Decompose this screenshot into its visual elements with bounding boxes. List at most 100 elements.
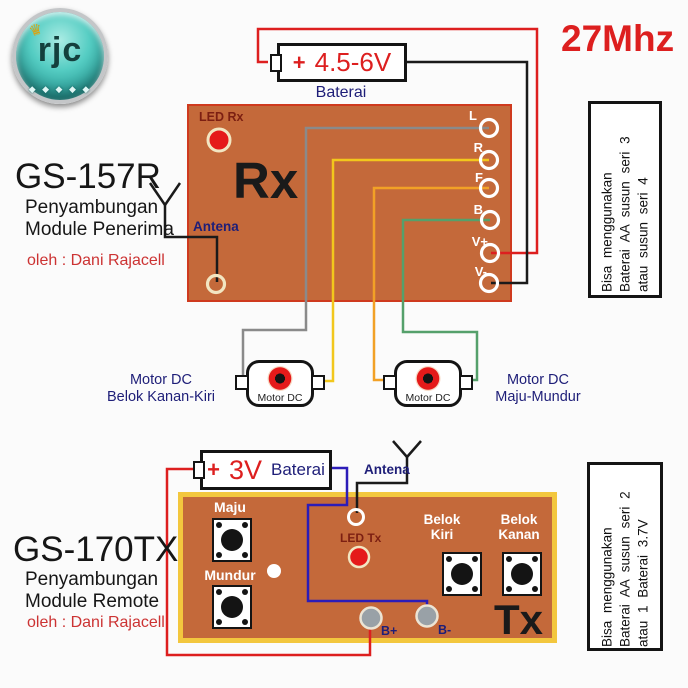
button-cap: [221, 529, 243, 551]
tx-battery: + 3V Baterai: [193, 450, 332, 490]
tx-note-line3: atau 1 Baterai 3.7V: [634, 518, 650, 647]
rx-battery-note: Bisa menggunakan Baterai AA susun seri 3…: [588, 101, 662, 298]
tx-model-title: GS-170TX: [13, 530, 179, 569]
bminus-pad-label: B-: [438, 623, 452, 637]
maju-button-label: Maju: [214, 499, 246, 515]
rx-model-title: GS-157R: [15, 157, 161, 196]
button-pin-dot: [216, 619, 222, 625]
rx-description: Penyambungan Module Penerima: [25, 197, 174, 242]
button-pin-dot: [242, 589, 248, 595]
button-pin-dot: [216, 522, 222, 528]
motor-left-shaft-icon: [267, 366, 293, 391]
rx-battery-voltage: 4.5-6V: [314, 47, 392, 77]
belok-kanan-button: [502, 552, 542, 596]
tx-white-dot: [267, 564, 281, 578]
pad-bminus: [415, 604, 439, 628]
button-pin-dot: [216, 552, 222, 558]
pin-f-wire: [372, 186, 489, 382]
pin-label-l: L: [469, 108, 477, 123]
pin-b-wire: [401, 218, 490, 382]
motor-right-shaft-icon: [415, 366, 441, 391]
rx-battery-negative-wire: [404, 60, 529, 285]
tx-description-line2: Module Remote: [25, 591, 160, 613]
diamonds-icon: ◆ ◆ ◆ ◆ ◆: [28, 84, 92, 94]
motor-dc-right: Motor DC: [383, 360, 473, 407]
button-pin-dot: [242, 522, 248, 528]
belok-kiri-button: [442, 552, 482, 596]
rx-note-line1: Bisa menggunakan: [599, 171, 615, 292]
rx-note-line3: atau susun seri 4: [634, 176, 650, 292]
motor-left-caption-line2: Belok Kanan-Kiri: [107, 389, 215, 406]
tx-battery-negative-wire: [306, 466, 429, 615]
button-pin-dot: [532, 556, 538, 562]
rx-board: [187, 104, 512, 302]
pin-f: [478, 177, 500, 199]
pin-r: [478, 149, 500, 171]
tx-author: oleh : Dani Rajacell: [27, 614, 165, 631]
rx-antenna-label: Antena: [193, 219, 239, 234]
tx-battery-label: Baterai: [271, 460, 325, 479]
tx-note-line2: Baterai AA susun seri 2: [617, 490, 633, 647]
maju-button: [212, 518, 252, 562]
frequency-label: 27Mhz: [561, 18, 675, 59]
motor-dc-left: Motor DC: [235, 360, 325, 407]
motor-right-caption-line1: Motor DC: [506, 372, 570, 388]
rjc-logo: ♛ rjc ◆ ◆ ◆ ◆ ◆: [12, 8, 108, 104]
bplus-pad-label: B+: [381, 624, 398, 638]
tx-antenna-pin: [347, 508, 365, 526]
tx-battery-note-text: Bisa menggunakan Baterai AA susun seri 2…: [598, 467, 651, 647]
rx-battery-terminal: [270, 54, 282, 72]
rx-battery-label: Baterai: [315, 84, 367, 101]
tx-led-label: LED Tx: [340, 531, 382, 545]
button-cap: [221, 596, 243, 618]
rx-author: oleh : Dani Rajacell: [27, 252, 165, 269]
pin-label-r: R: [473, 140, 483, 155]
rx-antenna-pin: [205, 273, 227, 295]
pin-vminus: [478, 272, 500, 294]
motor-right-terminal-right: [459, 375, 473, 390]
rx-battery: + 4.5-6V: [270, 43, 407, 82]
belok-kanan-button-label: Belok Kanan: [491, 512, 547, 543]
motor-left-terminal-right: [311, 375, 325, 390]
logo-text: rjc: [37, 31, 83, 69]
tx-led: [347, 545, 371, 569]
rx-note-line2: Baterai AA susun seri 3: [617, 135, 633, 292]
button-pin-dot: [446, 586, 452, 592]
tx-battery-voltage: 3V: [228, 454, 262, 485]
motor-left-caption: Motor DC Belok Kanan-Kiri: [90, 372, 232, 406]
tx-board-title: Tx: [494, 596, 544, 643]
rx-antenna-arm-left: [148, 182, 167, 206]
motor-left-name: Motor DC: [257, 392, 303, 404]
button-pin-dot: [472, 556, 478, 562]
pin-label-vplus: V+: [471, 234, 488, 249]
button-cap: [511, 563, 533, 585]
mundur-button: [212, 585, 252, 629]
rx-board-title: Rx: [233, 152, 299, 209]
tx-battery-positive-wire: [165, 467, 372, 657]
pin-l: [478, 117, 500, 139]
tx-description-line1: Penyambungan: [25, 569, 159, 590]
motor-right-name: Motor DC: [405, 392, 451, 404]
button-pin-dot: [216, 589, 222, 595]
button-pin-dot: [446, 556, 452, 562]
button-pin-dot: [532, 586, 538, 592]
button-cap: [451, 563, 473, 585]
tx-antenna-label: Antena: [364, 462, 410, 477]
tx-battery-note: Bisa menggunakan Baterai AA susun seri 2…: [587, 462, 663, 651]
rx-antenna-arm-right: [163, 182, 182, 206]
pin-label-b: B: [473, 202, 483, 217]
belok-kiri-line1: Belok: [423, 512, 461, 527]
motor-left-caption-line1: Motor DC: [129, 372, 193, 388]
pin-b: [479, 209, 501, 231]
tx-antenna-wire: [355, 455, 409, 513]
rx-led: [206, 127, 232, 153]
button-pin-dot: [242, 552, 248, 558]
button-pin-dot: [506, 586, 512, 592]
tx-antenna-arm-right: [406, 440, 422, 458]
pin-label-vminus: V-: [474, 264, 487, 279]
belok-kiri-line2: Kiri: [430, 526, 454, 542]
belok-kiri-button-label: Belok Kiri: [416, 512, 468, 543]
belok-kanan-line2: Kanan: [498, 526, 540, 542]
